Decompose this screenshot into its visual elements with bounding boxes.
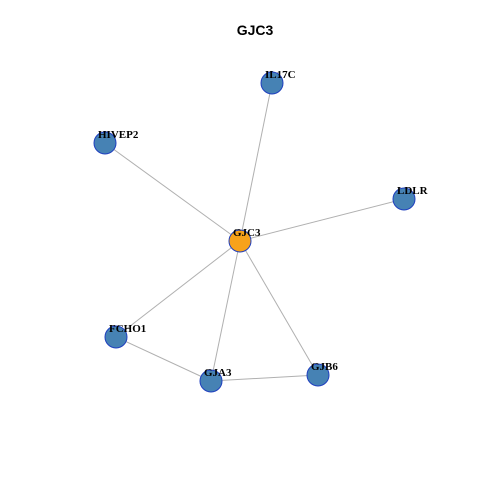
node-hivep2[interactable] bbox=[93, 131, 117, 155]
edge-fcho1-gja3 bbox=[115, 336, 212, 382]
node-gjc3[interactable] bbox=[228, 229, 252, 253]
node-gja3[interactable] bbox=[199, 369, 223, 393]
edge-gja3-gjb6 bbox=[210, 374, 319, 382]
node-label-il17c: IL17C bbox=[265, 69, 296, 81]
node-label-gjb6: GJB6 bbox=[311, 361, 338, 373]
edge-gjc3-il17c bbox=[239, 82, 273, 242]
edge-layer bbox=[104, 82, 405, 382]
node-label-fcho1: FCHO1 bbox=[109, 323, 146, 335]
node-layer bbox=[93, 71, 416, 393]
diagram-title: GJC3 bbox=[237, 22, 274, 38]
node-ldlr[interactable] bbox=[392, 187, 416, 211]
node-label-gja3: GJA3 bbox=[204, 367, 232, 379]
edge-gjc3-hivep2 bbox=[104, 142, 241, 242]
edge-gjc3-ldlr bbox=[239, 198, 405, 242]
node-label-hivep2: HIVEP2 bbox=[98, 129, 139, 141]
edge-gjc3-gja3 bbox=[210, 240, 241, 382]
edge-gjc3-fcho1 bbox=[115, 240, 241, 338]
node-il17c[interactable] bbox=[260, 71, 284, 95]
node-label-gjc3: GJC3 bbox=[233, 227, 261, 239]
node-fcho1[interactable] bbox=[104, 325, 128, 349]
edge-gjc3-gjb6 bbox=[239, 240, 319, 376]
node-label-ldlr: LDLR bbox=[397, 185, 429, 197]
node-gjb6[interactable] bbox=[306, 363, 330, 387]
